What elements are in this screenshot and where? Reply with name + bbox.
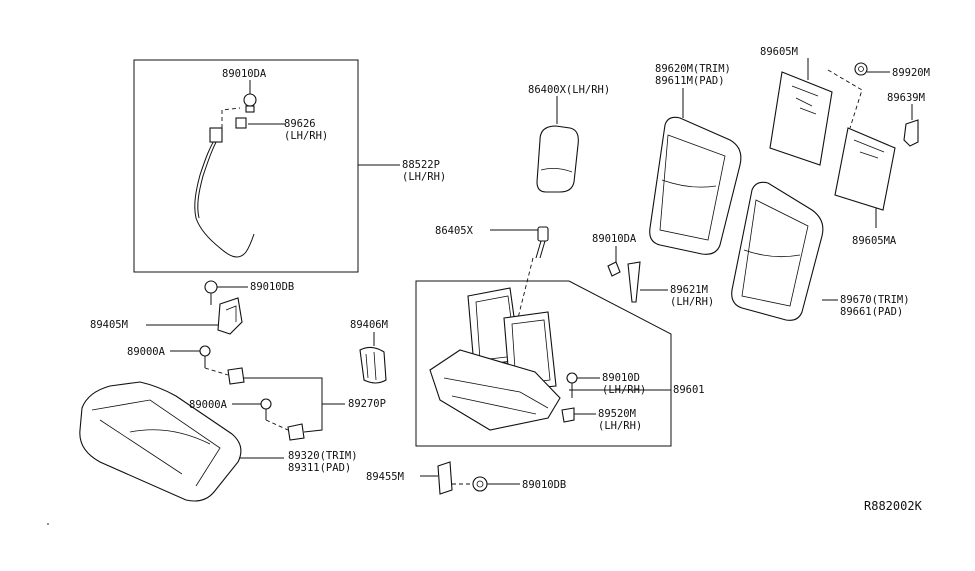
- backboard-89605m[interactable]: [769, 71, 833, 166]
- label-89270p: 89270P: [348, 398, 386, 410]
- label-89605ma: 89605MA: [852, 235, 897, 247]
- label-89010d-side: (LH/RH): [602, 384, 646, 396]
- clip-89920m[interactable]: [854, 62, 868, 76]
- bolt-89000a-upper[interactable]: [199, 345, 211, 368]
- label-89605m: 89605M: [760, 46, 798, 58]
- bolt-89010db-bottom[interactable]: [472, 476, 488, 492]
- bracket-89405m[interactable]: [217, 297, 243, 335]
- corner-dot: [47, 523, 49, 525]
- label-88522p-side: (LH/RH): [402, 171, 446, 183]
- rod-89621m[interactable]: [627, 261, 641, 303]
- bolt-89010d[interactable]: [566, 372, 578, 398]
- label-89000a-upper: 89000A: [127, 346, 166, 358]
- harness-88522p[interactable]: [194, 107, 255, 258]
- label-89621m: 89621M: [670, 284, 708, 296]
- label-89320: 89320(TRIM): [288, 450, 358, 462]
- harness-group-box: [133, 59, 359, 273]
- label-89311: 89311(PAD): [288, 462, 351, 474]
- diagram-id: R882002K: [864, 499, 923, 513]
- label-89010d: 89010D: [602, 372, 640, 384]
- clip-89010da-top[interactable]: [243, 93, 257, 113]
- label-89520m-side: (LH/RH): [598, 420, 642, 432]
- label-89405m: 89405M: [90, 319, 128, 331]
- seat-cushion-89320[interactable]: [79, 381, 242, 502]
- bolt-89010db-top[interactable]: [204, 280, 218, 305]
- label-89406m: 89406M: [350, 319, 388, 331]
- label-89611m: 89611M(PAD): [655, 75, 725, 87]
- label-89010db-bottom: 89010DB: [522, 479, 566, 491]
- bolt-89000a-lower[interactable]: [260, 398, 272, 420]
- seatback-right-89670[interactable]: [731, 181, 824, 321]
- label-89626: 89626: [284, 118, 316, 130]
- label-89626-side: (LH/RH): [284, 130, 328, 142]
- label-86400x: 86400X(LH/RH): [528, 84, 610, 96]
- seatback-left-89620m[interactable]: [649, 116, 742, 255]
- hook-89270p-lower[interactable]: [287, 423, 305, 441]
- bracket-89639m[interactable]: [903, 119, 919, 147]
- label-89620m: 89620M(TRIM): [655, 63, 731, 75]
- label-89010db-top: 89010DB: [250, 281, 294, 293]
- label-89520m: 89520M: [598, 408, 636, 420]
- clip-89010da-mid[interactable]: [607, 261, 621, 277]
- headrest-guide-86405x[interactable]: [535, 226, 549, 259]
- cover-89406m[interactable]: [359, 346, 387, 384]
- label-89601: 89601: [673, 384, 705, 396]
- label-89621m-side: (LH/RH): [670, 296, 714, 308]
- bracket-89455m[interactable]: [437, 461, 453, 495]
- hook-89270p-upper[interactable]: [227, 367, 245, 385]
- headrest-86400x[interactable]: [536, 125, 579, 193]
- label-89920m: 89920M: [892, 67, 930, 79]
- label-89670: 89670(TRIM): [840, 294, 910, 306]
- seat-frame-89601[interactable]: [429, 287, 561, 431]
- label-89010da-top: 89010DA: [222, 68, 267, 80]
- label-89010da-mid: 89010DA: [592, 233, 637, 245]
- backboard-89605ma[interactable]: [834, 127, 896, 211]
- label-89455m: 89455M: [366, 471, 404, 483]
- clip-89520m[interactable]: [561, 407, 575, 423]
- label-88522p: 88522P: [402, 159, 440, 171]
- label-86405x: 86405X: [435, 225, 474, 237]
- label-89661: 89661(PAD): [840, 306, 903, 318]
- label-89000a-lower: 89000A: [189, 399, 228, 411]
- label-89639m: 89639M: [887, 92, 925, 104]
